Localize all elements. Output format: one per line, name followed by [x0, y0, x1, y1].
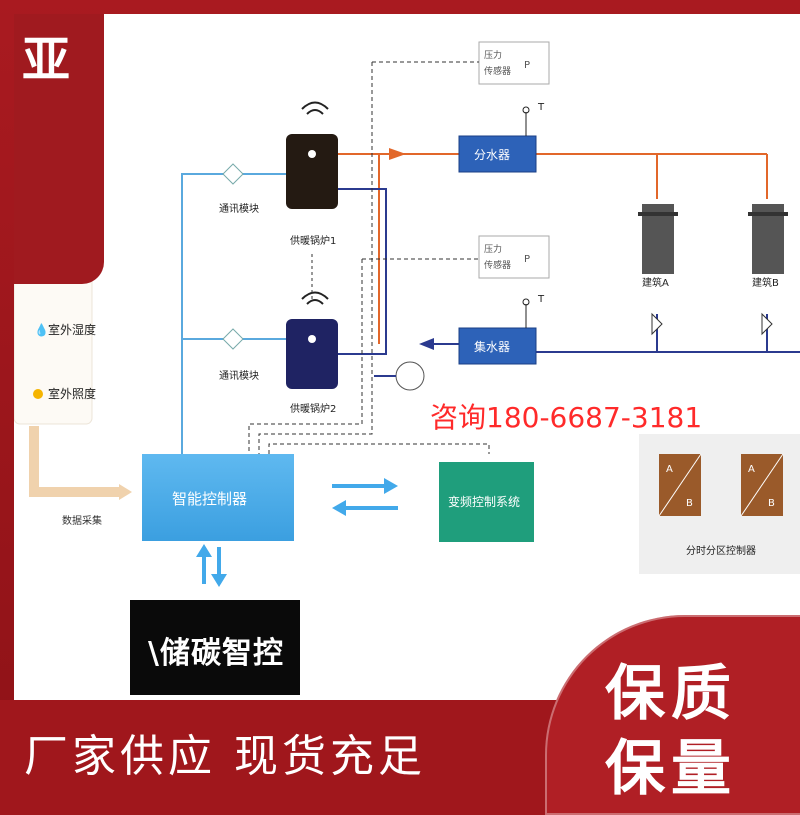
wifi-icon-2: [301, 291, 329, 305]
system-diagram: 💧 室外湿度 室外照度 数据采集 通讯模块 通讯模块 供暖锅炉1 供暖锅炉2: [14, 41, 800, 587]
collector: [458, 327, 537, 365]
temp-t-2: T: [537, 294, 545, 305]
comm-module-1-icon: [222, 163, 244, 185]
distributor-label: 分水器: [474, 148, 510, 162]
humidity-label: 室外湿度: [48, 322, 96, 337]
light-label: 室外照度: [48, 386, 96, 401]
svg-text:P: P: [524, 60, 530, 71]
comm-module-2-label: 通讯模块: [219, 370, 259, 382]
svg-text:B: B: [768, 498, 775, 509]
distributor: [458, 135, 537, 173]
brand-corner-text: 亚: [22, 32, 73, 88]
return-arrow: [419, 338, 434, 350]
data-collect-label: 数据采集: [62, 514, 102, 527]
zone-controller-label: 分时分区控制器: [686, 544, 756, 557]
slogan: 厂家供应 现货充足: [24, 731, 426, 782]
vfd-label: 变频控制系统: [448, 494, 520, 509]
pressure-sensor-2: [478, 235, 550, 279]
pump-icon: [395, 361, 425, 391]
vfd-system: [439, 462, 534, 542]
svg-text:P: P: [524, 254, 530, 265]
data-collect-arrow: [29, 426, 119, 497]
boiler-1: [286, 134, 338, 209]
boiler-2: [286, 319, 338, 389]
svg-text:A: A: [666, 464, 673, 475]
wifi-icon-1: [301, 101, 329, 115]
boiler-1-label: 供暖锅炉1: [290, 234, 336, 247]
building-a-label: 建筑A: [642, 276, 669, 289]
badge-line-1: 保质: [605, 659, 737, 729]
badge-line-2: 保量: [605, 734, 737, 804]
supply-arrow: [389, 148, 406, 160]
svg-text:压力: 压力: [484, 243, 502, 255]
svg-text:压力: 压力: [484, 49, 502, 61]
temp-t-1: T: [537, 102, 545, 113]
svg-text:B: B: [686, 498, 693, 509]
building-b-label: 建筑B: [752, 276, 779, 289]
comm-module-2-icon: [222, 328, 244, 350]
logo-box: \储碳智控: [130, 600, 300, 695]
pressure-sensor-1: [478, 41, 550, 85]
svg-text:传感器: 传感器: [484, 259, 511, 271]
humidity-icon: 💧: [34, 323, 49, 337]
smart-controller: [142, 454, 294, 541]
comm-module-1-label: 通讯模块: [219, 203, 259, 215]
diagram-panel: 💧 室外湿度 室外照度 数据采集 通讯模块 通讯模块 供暖锅炉1 供暖锅炉2: [14, 14, 800, 704]
smart-controller-label: 智能控制器: [172, 490, 247, 508]
svg-text:A: A: [748, 464, 755, 475]
consult-phone: 咨询180-6687-3181: [430, 401, 703, 434]
sun-icon: [33, 389, 43, 399]
svg-text:传感器: 传感器: [484, 65, 511, 77]
brand-corner: 亚: [14, 14, 104, 284]
collector-label: 集水器: [474, 339, 510, 354]
boiler-2-label: 供暖锅炉2: [290, 402, 336, 415]
logo-text: \储碳智控: [148, 636, 284, 671]
